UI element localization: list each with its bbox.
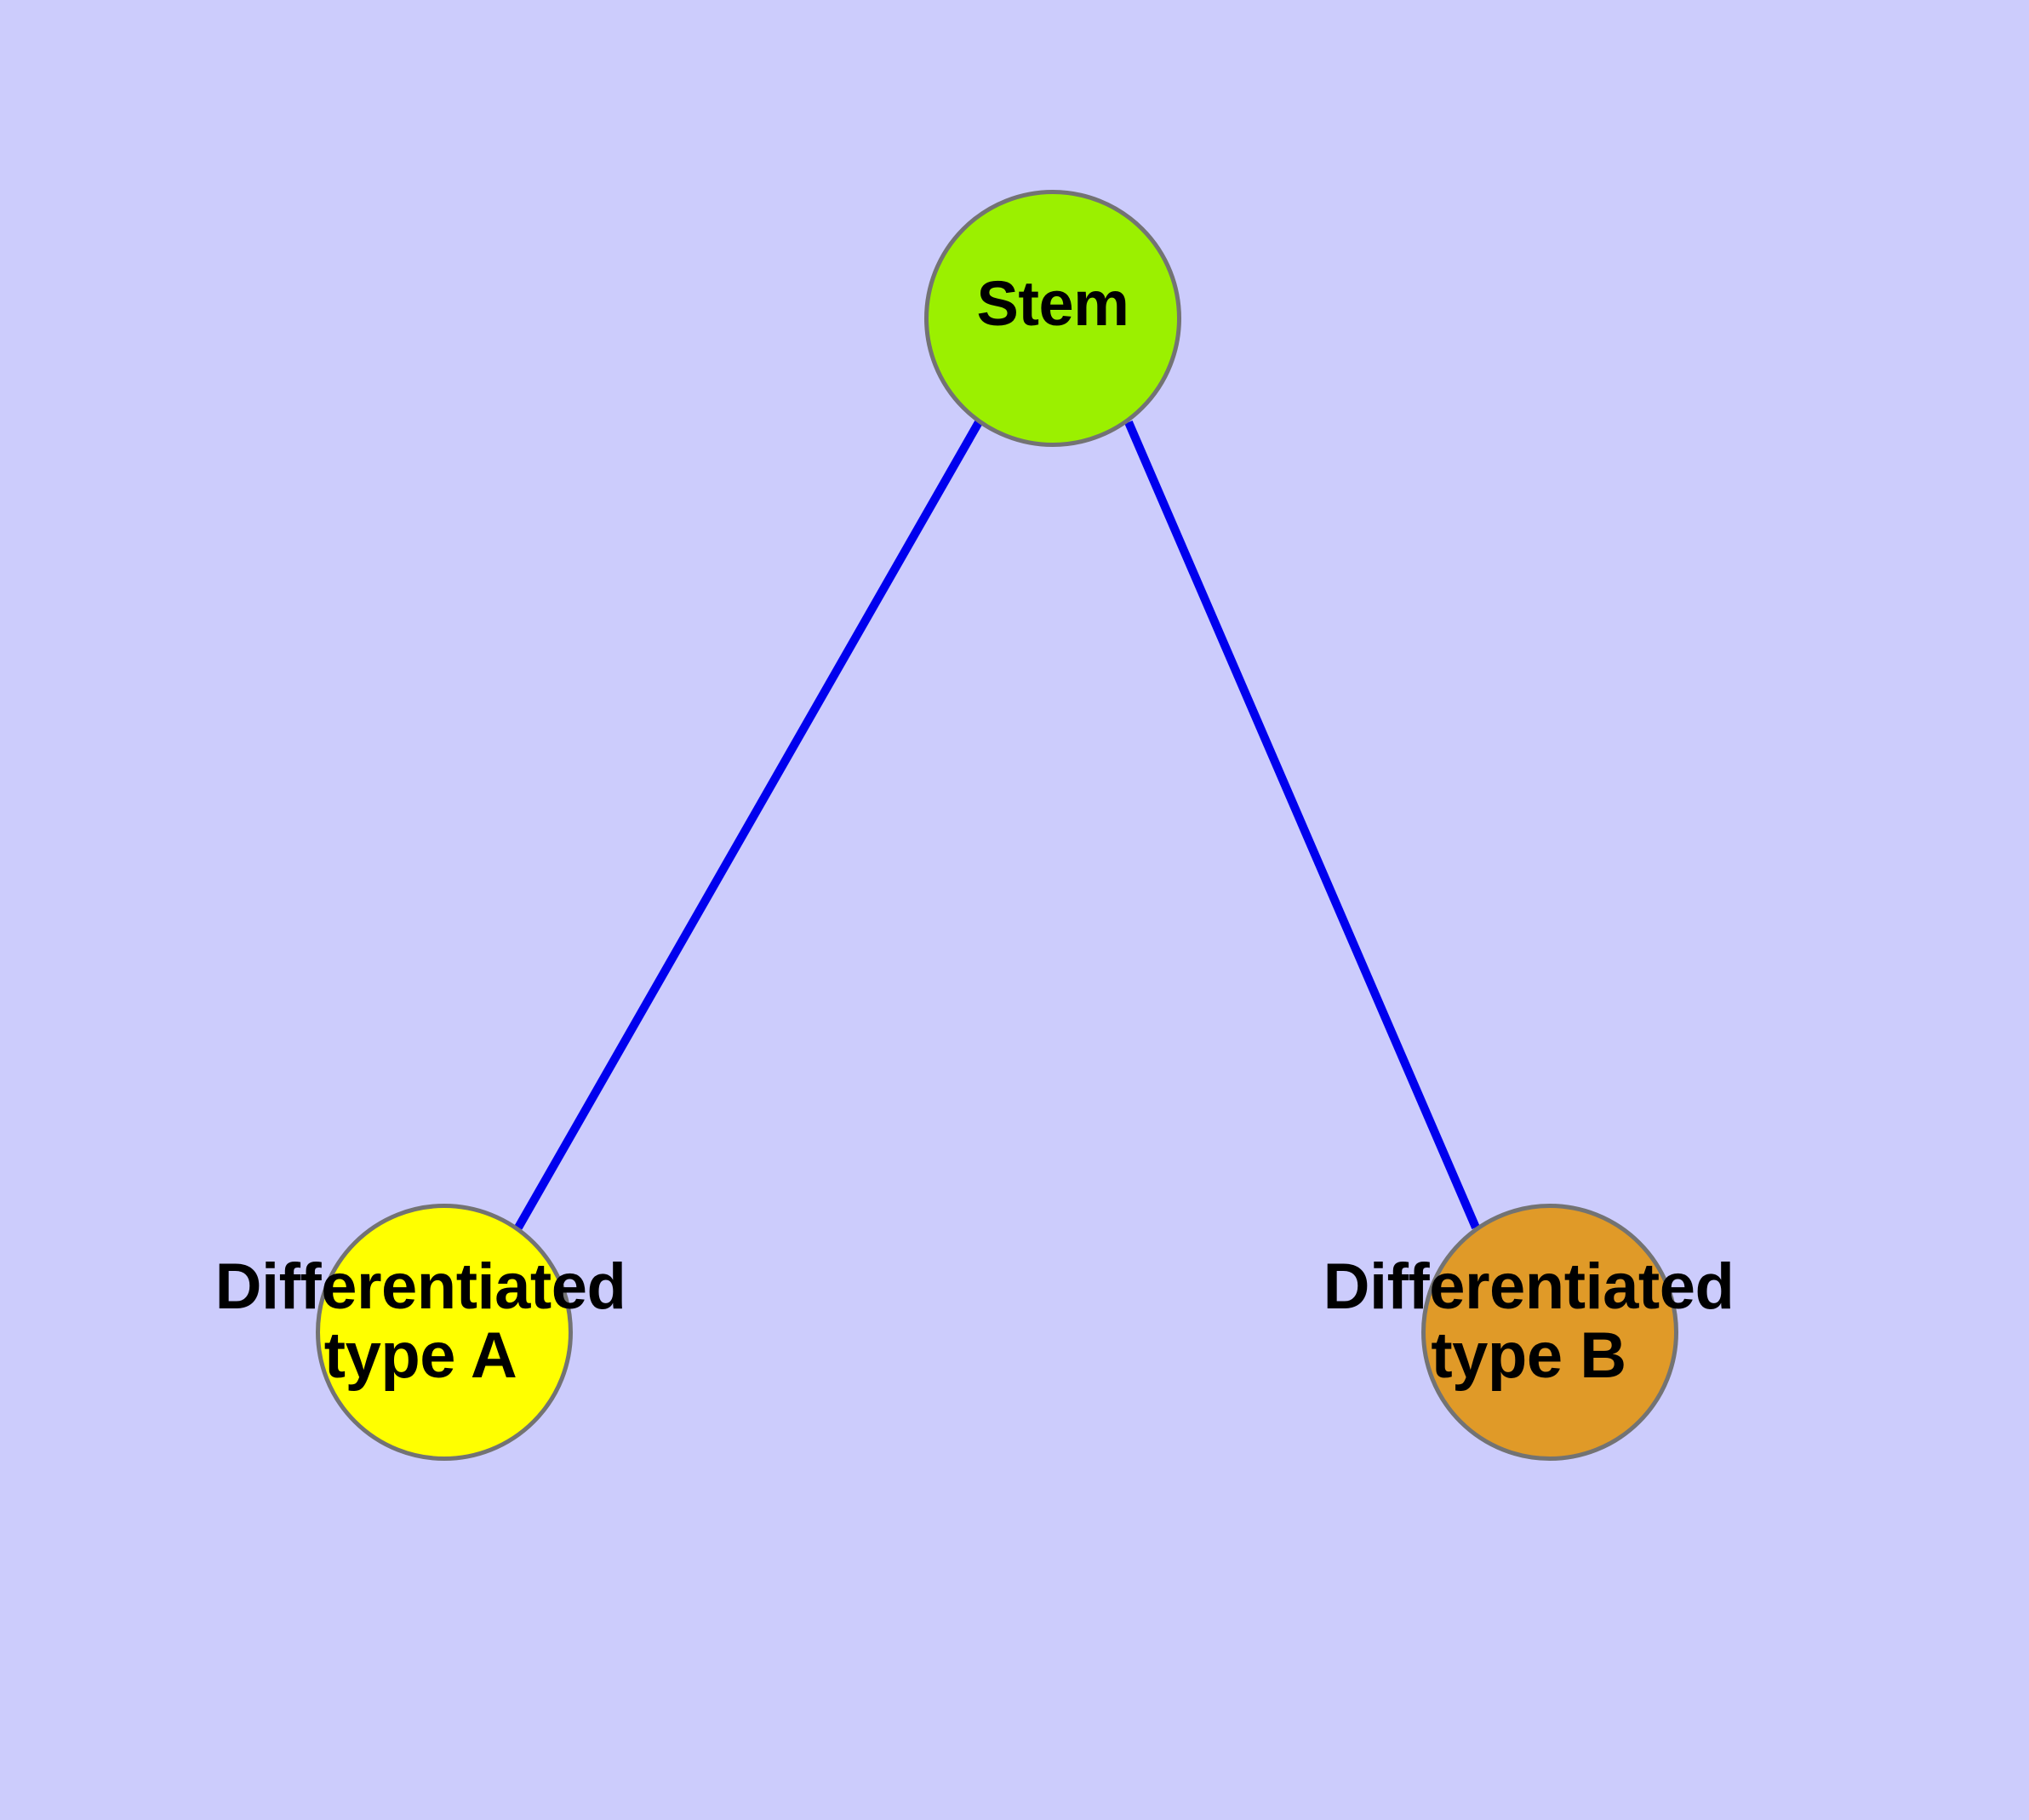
node-stem[interactable] xyxy=(924,190,1181,447)
node-differentiated-type-a[interactable] xyxy=(316,1204,573,1461)
edge-stem-to-differentiated-type-a xyxy=(514,420,983,1230)
node-differentiated-type-b[interactable] xyxy=(1421,1204,1678,1461)
edge-stem-to-differentiated-type-b xyxy=(1124,421,1480,1229)
